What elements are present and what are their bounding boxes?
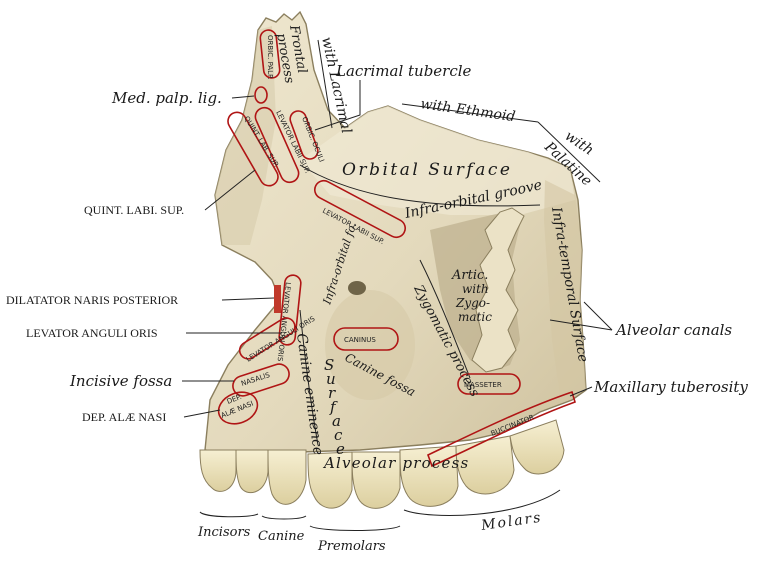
- orbic-palp-text: ORBIC. PALP.: [266, 35, 274, 79]
- label-artic: Artic.: [451, 268, 488, 283]
- label-quint-labi-sup: QUINT. LABI. SUP.: [84, 203, 184, 217]
- tooth-canine: [267, 449, 307, 505]
- tooth-molar-2: [455, 435, 515, 495]
- tooth-premolar-1: [307, 451, 353, 509]
- bracket-molars: [403, 489, 561, 516]
- orbic-oculi-attachment: [289, 110, 319, 160]
- label-surface-u: u: [326, 370, 336, 388]
- label-surface-e: e: [336, 440, 345, 458]
- label-maxillary-tuberosity: Maxillary tuberosity: [593, 378, 748, 396]
- label-surface-r: r: [328, 384, 336, 402]
- label-surface-a: a: [332, 412, 341, 430]
- label-canine: Canine: [258, 529, 305, 544]
- lacrimal-notch-ellipse: [254, 86, 268, 104]
- tooth-molar-3: [509, 419, 565, 475]
- label-alveolar-process: Alveolar process: [322, 454, 469, 472]
- lead-palatine: [537, 121, 601, 183]
- zygomatic-ridge: [419, 259, 471, 379]
- masseter-attachment: [457, 373, 521, 395]
- label-dilatator-naris: DILATATOR NARIS POSTERIOR: [6, 293, 178, 307]
- label-dep-alae-nasi: DEP. ALÆ NASI: [82, 410, 166, 424]
- tooth-incisor-1: [199, 449, 237, 492]
- infra-temporal-shade: [544, 180, 586, 395]
- zygomatic-articulation: [471, 207, 525, 373]
- leader-lines: [182, 39, 613, 531]
- nasalis-attachment: [232, 363, 290, 397]
- levator-anguli-oris-attachment: [278, 274, 302, 346]
- canine-eminence-ridge: [299, 309, 319, 446]
- label-incisors: Incisors: [197, 525, 251, 540]
- levator-labii-alaeque-attachment: [254, 106, 300, 184]
- lead-alveolar-canals-1: [583, 301, 613, 331]
- label-levator-anguli-oris: LEVATOR ANGULI ORIS: [26, 326, 158, 340]
- lead-alveolar-canals-2: [549, 319, 613, 331]
- label-med-palp-lig: Med. palp. lig.: [111, 89, 222, 107]
- lead-quint: [204, 169, 256, 211]
- label-alveolar-canals: Alveolar canals: [614, 321, 732, 339]
- orbic-palp-attachment: [259, 29, 281, 79]
- label-matic: matic: [458, 310, 492, 324]
- label-incisive-fossa: Incisive fossa: [69, 372, 172, 390]
- quint-lab-sup-attachment: [227, 111, 279, 187]
- label-with-ethmoid: with Ethmoid: [419, 96, 516, 125]
- label-zygo: Zygo-: [455, 296, 490, 310]
- orbital-rim: [299, 164, 541, 207]
- lead-dep-alae: [183, 409, 221, 418]
- label-surface-c: c: [334, 426, 343, 444]
- label-orbital-surface: Orbital Surface: [342, 160, 512, 180]
- lead-lacrimal-tubercle: [314, 80, 361, 131]
- caninus-attachment: [333, 327, 399, 351]
- bracket-premolars: [309, 525, 401, 531]
- label-lacrimal-tubercle: Lacrimal tubercle: [335, 62, 472, 80]
- orbital-surface-shade: [300, 106, 575, 215]
- tooth-incisor-2: [235, 449, 269, 494]
- lead-med-palp: [231, 95, 255, 99]
- masseter-text: MASSETER: [464, 381, 502, 389]
- lead-max-tuberosity: [569, 386, 593, 397]
- label-premolars: Premolars: [317, 539, 386, 554]
- levator-labii-sup-attachment: [313, 179, 407, 239]
- dep-alae-nasi-attachment: [217, 391, 259, 425]
- lead-ethmoid: [401, 103, 539, 123]
- lead-lacrimal: [317, 39, 333, 129]
- infra-orbital-foramen: [348, 281, 366, 295]
- bracket-incisors: [199, 511, 259, 518]
- lead-dilatator: [221, 297, 275, 301]
- label-surface-s: S: [324, 356, 334, 374]
- tooth-premolar-2: [351, 451, 401, 509]
- buccinator-attachment: [426, 390, 576, 468]
- label-surface-f: f: [329, 398, 338, 416]
- levator-anguli-lower-attachment: [238, 317, 296, 360]
- caninus-text: CANINUS: [344, 336, 376, 344]
- comp-naris-attachment: [274, 285, 281, 313]
- canine-fossa-shade: [325, 290, 415, 400]
- label-artic-with: with: [462, 282, 489, 296]
- bracket-canine: [261, 515, 307, 520]
